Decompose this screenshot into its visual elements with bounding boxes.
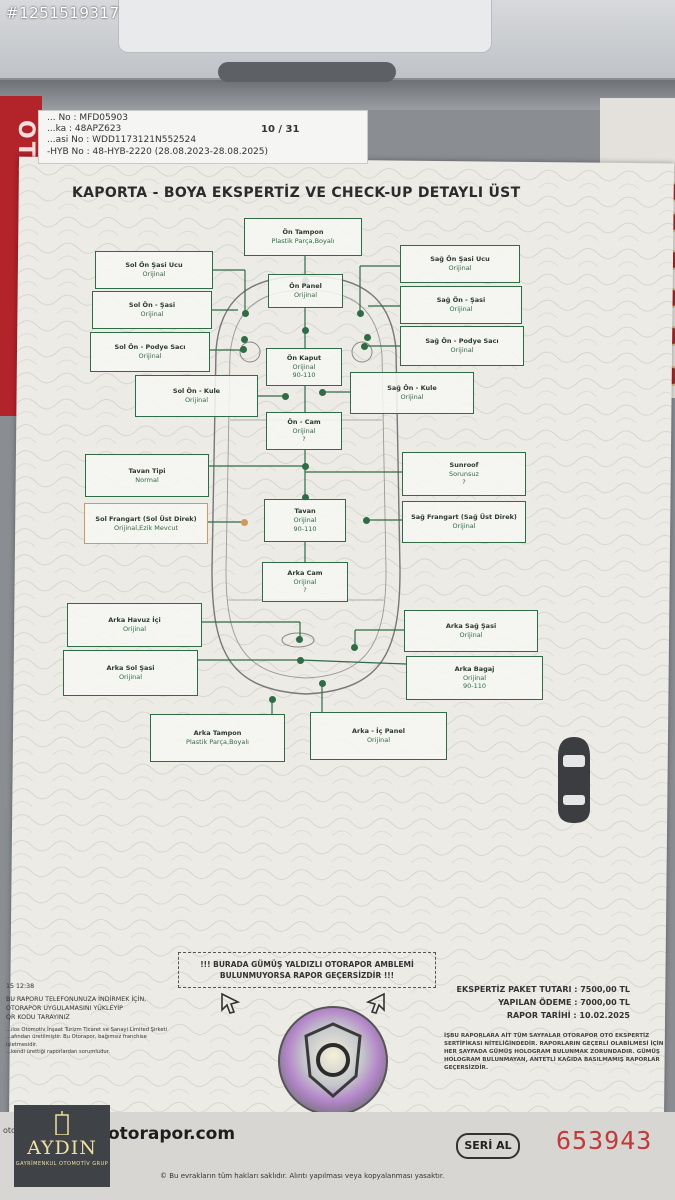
price-summary: EKSPERTİZ PAKET TUTARI : 7500,00 TL YAPI… <box>440 984 630 1022</box>
inspection-point <box>240 346 247 353</box>
page-number: 10 / 31 <box>261 124 300 135</box>
inspection-point <box>364 334 371 341</box>
aydin-subtitle: GAYRİMENKUL OTOMOTİV GRUP <box>15 1161 109 1167</box>
car-silhouette-icon <box>558 737 590 823</box>
info-row: ...ka : 48APZ623 <box>47 124 122 134</box>
inspection-point <box>269 696 276 703</box>
report-date: RAPOR TARİHİ : 10.02.2025 <box>506 1010 630 1020</box>
inspection-point <box>319 680 326 687</box>
website-url: otorapor.com <box>108 1124 236 1144</box>
info-row: -HYB No : 48-HYB-2220 (28.08.2023-28.08.… <box>47 147 269 157</box>
inspection-point <box>242 310 249 317</box>
package-price: EKSPERTİZ PAKET TUTARI : 7500,00 TL <box>456 985 630 994</box>
inspection-point-warning <box>241 519 248 526</box>
background-surface <box>0 80 675 110</box>
aydin-name: AYDIN <box>27 1137 97 1159</box>
inspection-point <box>296 636 303 643</box>
inspection-point <box>351 644 358 651</box>
inspection-point <box>302 494 309 501</box>
paid-amount: YAPILAN ÖDEME : 7000,00 TL <box>498 997 630 1007</box>
qr-instructions: 15 12:38 BU RAPORU TELEFONUNUZA İNDİRMEK… <box>6 983 168 1056</box>
info-row: ... No : MFD05903 <box>47 113 128 123</box>
bottom-band <box>0 1112 675 1200</box>
inspection-point <box>297 657 304 664</box>
hologram-notice: !!! BURADA GÜMÜŞ YALDIZLI OTORAPOR AMBLE… <box>178 952 436 988</box>
info-row: ...asi No : WDD1173121N552524 <box>47 135 197 145</box>
part-sol-frangart: Sol Frangart (Sol Üst Direk)Orijinal,Ezi… <box>84 503 208 544</box>
laptop-hinge <box>218 62 396 82</box>
part-sag-frangart: Sağ Frangart (Sağ Üst Direk)Orijinal <box>402 501 526 543</box>
inspection-point <box>302 327 309 334</box>
hand-pointer-icon <box>365 992 385 1014</box>
inspection-point <box>363 517 370 524</box>
copyright-note: © Bu evrakların tüm hakları saklıdır. Al… <box>160 1172 445 1180</box>
aydin-logo: AYDIN GAYRİMENKUL OTOMOTİV GRUP <box>14 1105 110 1187</box>
hand-pointer-icon <box>221 992 241 1014</box>
building-icon <box>55 1111 69 1135</box>
inspection-point <box>361 343 368 350</box>
hologram-seal-icon <box>278 1006 388 1116</box>
inspection-point <box>302 463 309 470</box>
watermark-id: #1251519317 <box>6 4 120 22</box>
vehicle-info-card: ... No : MFD05903 ...ka : 48APZ623 ...as… <box>38 110 368 164</box>
inspection-point <box>282 393 289 400</box>
inspection-point <box>241 336 248 343</box>
inspection-point <box>357 310 364 317</box>
serial-number: 653943 <box>556 1126 653 1155</box>
laptop-trackpad <box>118 0 492 53</box>
serial-label: SERİ AL <box>456 1133 520 1159</box>
report-title: KAPORTA - BOYA EKSPERTİZ VE CHECK-UP DET… <box>72 185 521 201</box>
validity-disclaimer: İŞBU RAPORLARA AİT TÜM SAYFALAR OTORAPOR… <box>444 1033 664 1072</box>
inspection-point <box>319 389 326 396</box>
